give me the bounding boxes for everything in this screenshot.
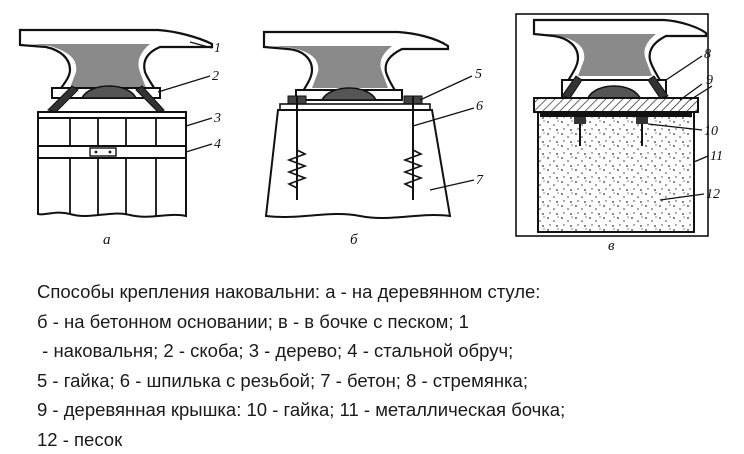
part-number-2: 2 — [212, 69, 219, 84]
variant-a-wooden-stump: 1 2 3 4 а — [20, 30, 221, 248]
subfigure-label-b: б — [350, 232, 358, 248]
part-number-4: 4 — [214, 137, 221, 152]
figure-caption: Способы крепления наковальни: а - на дер… — [37, 277, 737, 454]
caption-line: 12 - песок — [37, 425, 737, 454]
part-number-3: 3 — [213, 111, 221, 126]
anvil-mounting-figure: 1 2 3 4 а 5 6 7 б — [0, 0, 744, 260]
wooden-stump-body — [38, 118, 186, 217]
anvil-a-shading — [30, 44, 150, 88]
metal-barrel — [538, 112, 694, 232]
part-number-8: 8 — [704, 47, 711, 62]
caption-line: Способы крепления наковальни: а - на дер… — [37, 277, 737, 307]
part-number-5: 5 — [475, 67, 482, 82]
caption-line: - наковальня; 2 - скоба; 3 - дерево; 4 -… — [37, 336, 737, 366]
variant-b-concrete-base: 5 6 7 б — [264, 32, 484, 248]
part-number-7: 7 — [476, 173, 484, 188]
part-number-9: 9 — [706, 73, 713, 88]
nut-c-right — [636, 117, 648, 124]
caption-line: б - на бетонном основании; в - в бочке с… — [37, 307, 737, 337]
part-number-6: 6 — [476, 99, 483, 114]
nut-c-left — [574, 117, 586, 124]
subfigure-label-c: в — [608, 238, 615, 254]
subfigure-label-a: а — [103, 232, 111, 248]
concrete-base — [266, 110, 450, 218]
caption-line: 5 - гайка; 6 - шпилька с резьбой; 7 - бе… — [37, 366, 737, 396]
caption-line: 9 - деревянная крышка: 10 - гайка; 11 - … — [37, 395, 737, 425]
part-number-11: 11 — [710, 149, 723, 164]
part-number-12: 12 — [706, 187, 720, 202]
wooden-lid — [534, 98, 698, 112]
part-number-10: 10 — [704, 124, 718, 139]
variant-c-sand-barrel: 8 9 10 11 12 в — [516, 14, 723, 254]
part-number-1: 1 — [214, 41, 221, 56]
